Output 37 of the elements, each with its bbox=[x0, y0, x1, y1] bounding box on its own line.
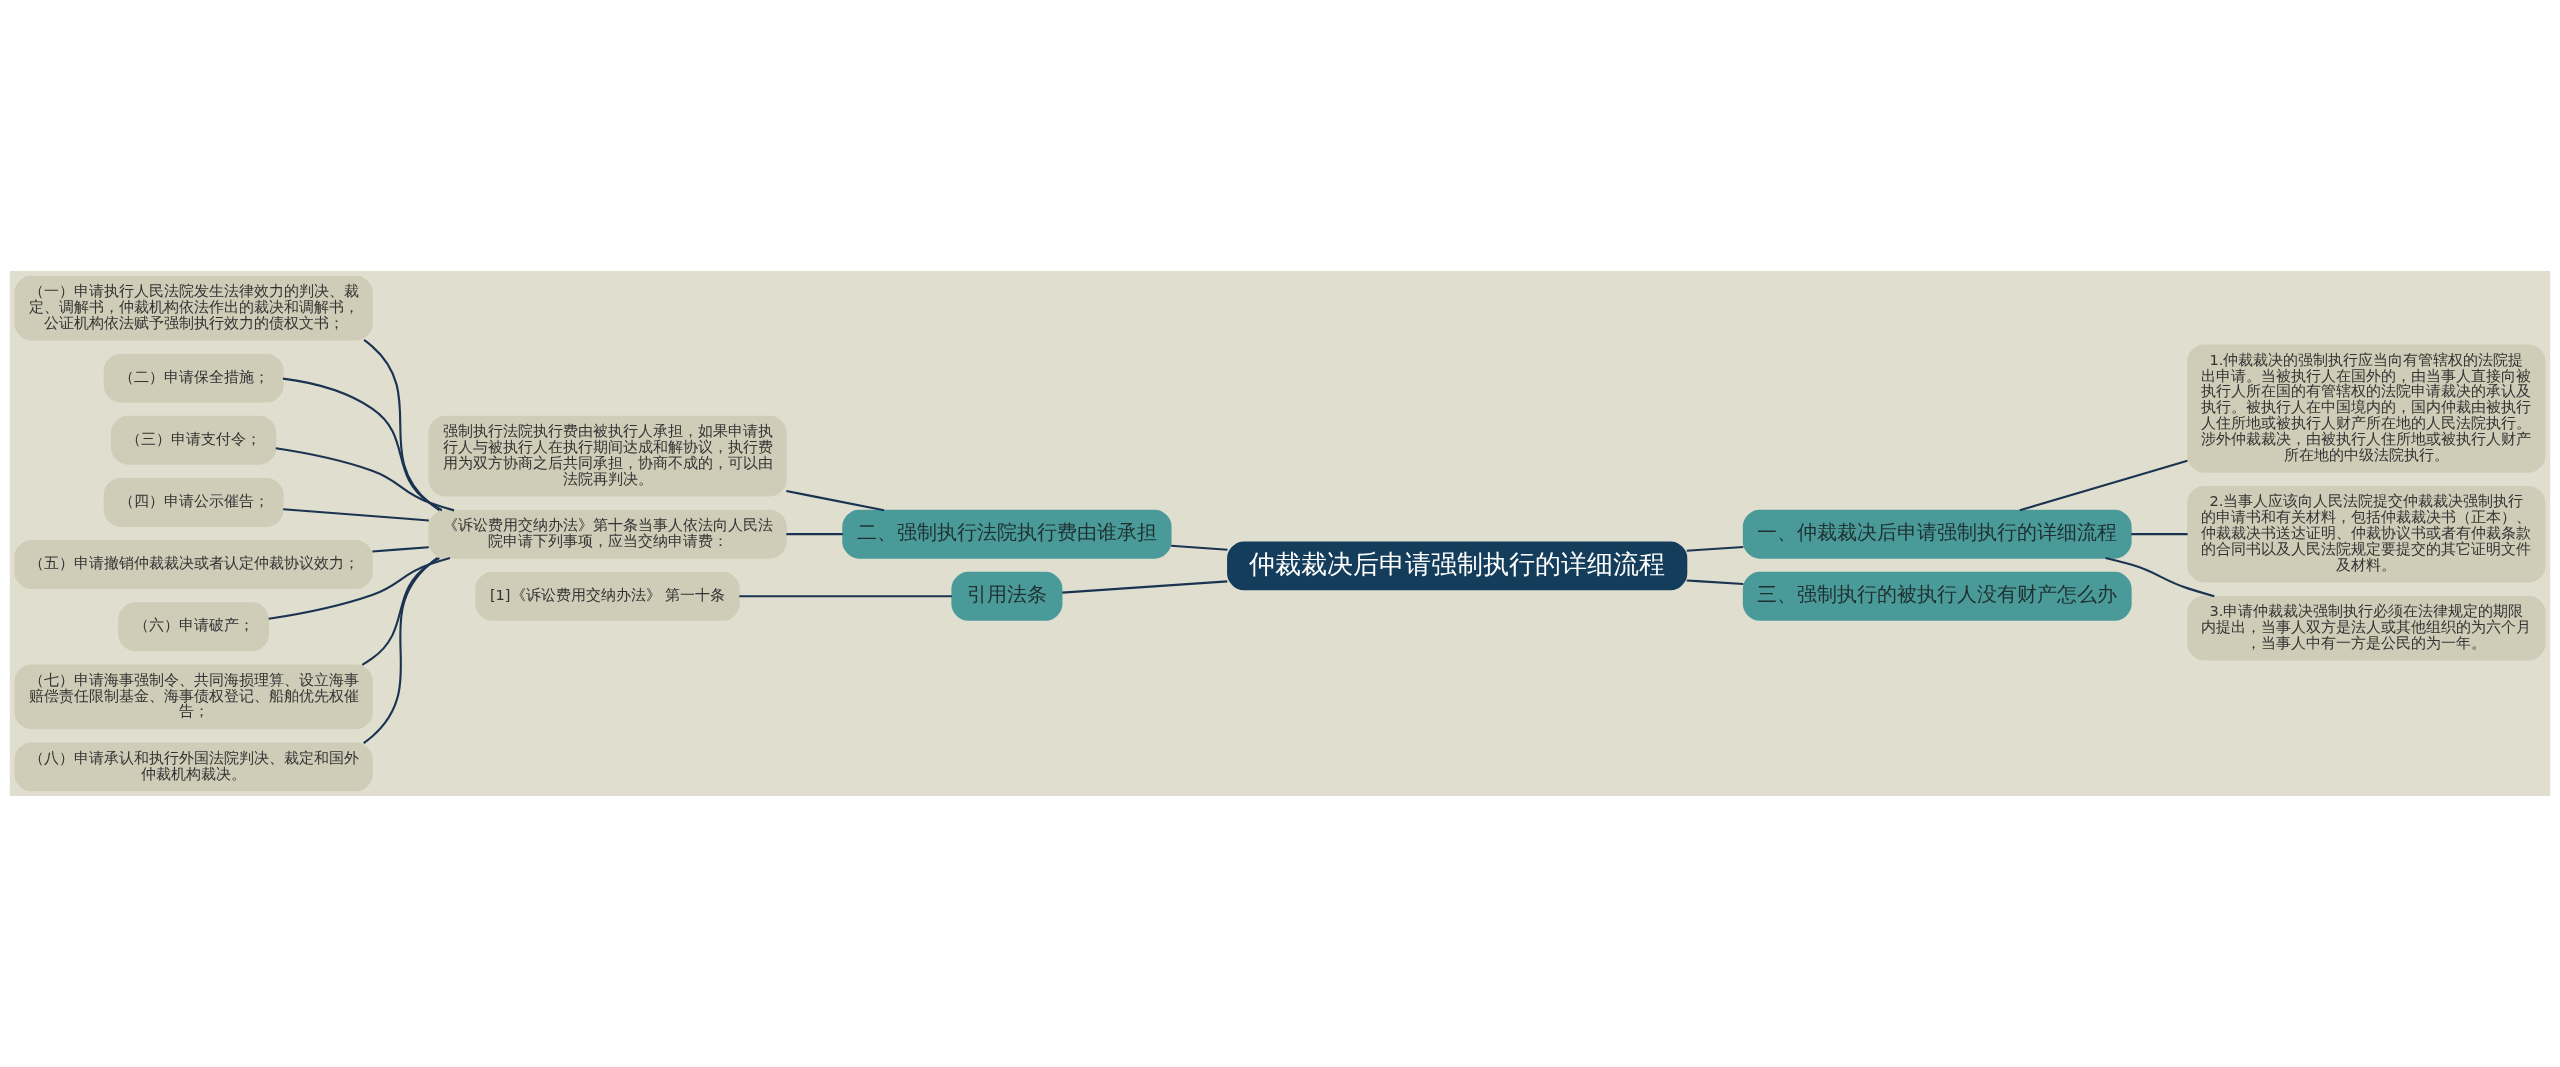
connector bbox=[786, 490, 885, 512]
node-box: （八）申请承认和执行外国法院判决、裁定和国外仲裁机构裁决。 bbox=[14, 742, 373, 792]
node-box: 1.仲裁裁决的强制执行应当向有管辖权的法院提出申请。当被执行人在国外的，由当事人直接向被执行人所在国的有管辖权的法院申请裁决的承认及执行。被执行人在中国境内的，国内仲裁由被执行人住所地或被执行人财产所在地的人民法院执行。涉外仲裁裁决，由被执行人住所地或被执行人财产所在地的中级法院执行。 bbox=[2187, 344, 2546, 473]
node-box: 三、强制执行的被执行人没有财产怎么办 bbox=[1742, 571, 2132, 621]
connector bbox=[275, 447, 455, 512]
node-box: （五）申请撤销仲裁裁决或者认定仲裁协议效力； bbox=[14, 540, 373, 590]
node-box: 一、仲裁裁决后申请强制执行的详细流程 bbox=[1742, 509, 2132, 559]
connector bbox=[268, 557, 451, 620]
node-box: [1]《诉讼费用交纳办法》 第一十条 bbox=[475, 571, 740, 621]
connector bbox=[2105, 556, 2215, 598]
connector bbox=[2019, 459, 2188, 512]
connector bbox=[283, 508, 429, 522]
connector bbox=[282, 377, 443, 512]
connector bbox=[1686, 545, 1744, 552]
connector bbox=[786, 533, 843, 536]
node-box: （四）申请公示催告； bbox=[103, 477, 284, 527]
node-box: （一）申请执行人民法院发生法律效力的判决、裁定、调解书，仲裁机构依法作出的裁决和调解书，公证机构依法赋予强制执行效力的债权文书； bbox=[14, 275, 373, 341]
node-box: 二、强制执行法院执行费由谁承担 bbox=[842, 509, 1172, 559]
node-box: 仲裁裁决后申请强制执行的详细流程 bbox=[1227, 541, 1688, 591]
node-box: （六）申请破产； bbox=[118, 602, 269, 652]
connector bbox=[372, 546, 429, 553]
connector bbox=[2131, 533, 2188, 536]
connector bbox=[361, 557, 440, 666]
connector bbox=[739, 595, 952, 598]
node-box: （七）申请海事强制令、共同海损理算、设立海事赔偿责任限制基金、海事债权登记、船舶优先权催告； bbox=[14, 664, 373, 730]
connector bbox=[363, 339, 441, 512]
connector bbox=[1686, 579, 1744, 586]
connector bbox=[1171, 544, 1228, 551]
connector bbox=[1062, 580, 1228, 594]
connector bbox=[363, 557, 439, 744]
node-box: 《诉讼费用交纳办法》第十条当事人依法向人民法院申请下列事项，应当交纳申请费： bbox=[428, 509, 787, 559]
node-box: （三）申请支付令； bbox=[111, 415, 277, 465]
node-box: 2.当事人应该向人民法院提交仲裁裁决强制执行的申请书和有关材料，包括仲裁裁决书（正本）、仲裁裁决书送达证明、仲裁协议书或者有仲裁条款的合同书以及人民法院规定要提交的其它证明文件及材料。 bbox=[2187, 485, 2546, 583]
node-box: 强制执行法院执行费由被执行人承担，如果申请执行人与被执行人在执行期间达成和解协议，执行费用为双方协商之后共同承担，协商不成的，可以由法院再判决。 bbox=[428, 415, 787, 497]
node-box: （二）申请保全措施； bbox=[103, 353, 284, 403]
node-box: 3.申请仲裁裁决强制执行必须在法律规定的期限内提出，当事人双方是法人或其他组织的为六个月，当事人中有一方是公民的为一年。 bbox=[2187, 595, 2546, 661]
node-box: 引用法条 bbox=[951, 571, 1063, 621]
